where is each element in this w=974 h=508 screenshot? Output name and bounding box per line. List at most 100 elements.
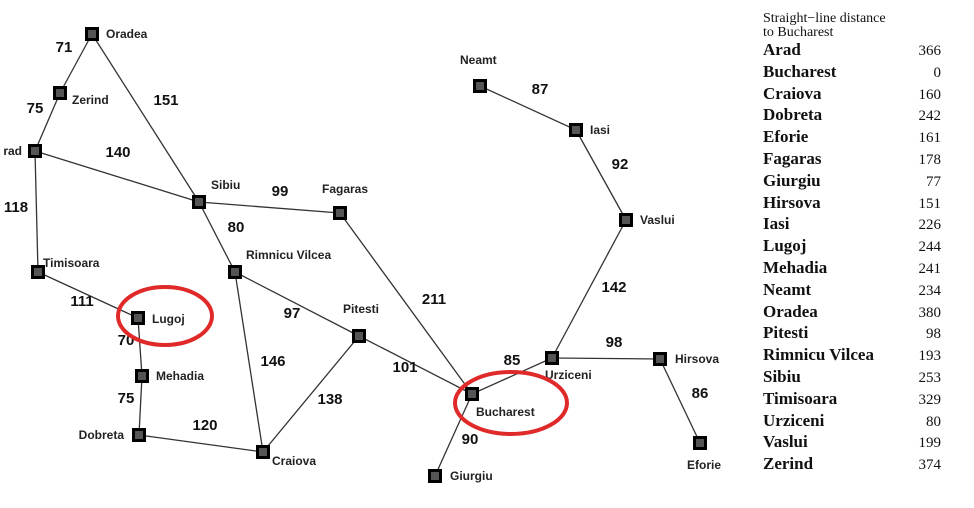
- city-label-zerind: Zerind: [72, 93, 109, 107]
- table-city-name: Zerind: [763, 454, 814, 474]
- road-vaslui-iasi: [575, 129, 627, 221]
- city-node-iasi: [569, 123, 583, 137]
- road-rimnicu-craiova: [234, 271, 264, 453]
- table-city-name: Neamt: [763, 279, 812, 299]
- table-city-name: Rimnicu Vilcea: [763, 345, 874, 365]
- distance-label-fagaras-bucharest: 211: [422, 291, 446, 308]
- table-city-name: Craiova: [763, 83, 822, 103]
- city-node-zerind: [53, 86, 67, 100]
- table-row: Bucharest 0: [763, 62, 963, 84]
- road-arad-timisoara: [34, 150, 39, 273]
- road-sibiu-fagaras: [198, 201, 341, 214]
- road-bucharest-giurgiu: [434, 393, 473, 477]
- distance-label-rimnicu-pitesti: 97: [284, 305, 301, 322]
- table-distance-value: 160: [918, 86, 942, 103]
- table-distance-value: 253: [918, 369, 942, 386]
- distance-label-sibiu-fagaras: 99: [272, 183, 289, 200]
- table-row: Sibiu 253: [763, 367, 963, 389]
- table-city-name: Sibiu: [763, 366, 801, 386]
- road-pitesti-bucharest: [358, 335, 473, 395]
- city-node-fagaras: [333, 206, 347, 220]
- city-label-giurgiu: Giurgiu: [450, 469, 493, 483]
- distance-label-pitesti-bucharest: 101: [392, 359, 417, 376]
- road-timisoara-lugoj: [37, 271, 139, 319]
- table-distance-value: 193: [918, 348, 942, 365]
- table-distance-value: 80: [926, 413, 941, 430]
- distance-label-dobreta-craiova: 120: [192, 417, 217, 434]
- table-distance-value: 77: [926, 173, 941, 190]
- road-oradea-zerind: [59, 33, 93, 94]
- table-city-name: Iasi: [763, 214, 790, 234]
- table-city-name: Arad: [763, 40, 801, 59]
- table-distance-value: 329: [918, 391, 942, 408]
- table-distance-value: 0: [933, 64, 942, 81]
- road-rimnicu-pitesti: [234, 271, 360, 337]
- table-city-name: Timisoara: [763, 388, 838, 408]
- highlight-circle-bucharest: [453, 370, 569, 436]
- table-distance-value: 366: [918, 43, 942, 59]
- table-title-line1: Straight−line distance: [763, 11, 886, 26]
- table-row: Giurgiu 77: [763, 171, 963, 193]
- road-dobreta-craiova: [138, 434, 264, 453]
- table-row: Eforie 161: [763, 127, 963, 149]
- city-node-urziceni: [545, 351, 559, 365]
- city-node-eforie: [693, 436, 707, 450]
- table-city-name: Bucharest: [763, 61, 837, 81]
- table-row: Craiova 160: [763, 84, 963, 106]
- distance-label-urziceni-vaslui: 142: [601, 279, 626, 296]
- table-row: Neamt 234: [763, 280, 963, 302]
- city-node-craiova: [256, 445, 270, 459]
- table-distance-value: 244: [918, 239, 942, 256]
- road-zerind-arad: [34, 92, 61, 152]
- distance-label-sibiu-rimnicu: 80: [228, 219, 245, 236]
- distance-label-arad-sibiu: 140: [105, 144, 130, 161]
- city-node-dobreta: [132, 428, 146, 442]
- table-distance-value: 234: [918, 282, 942, 299]
- road-craiova-pitesti: [262, 335, 360, 453]
- city-node-rimnicu: [228, 265, 242, 279]
- city-label-oradea: Oradea: [106, 27, 148, 41]
- table-city-name: Fagaras: [763, 148, 822, 168]
- city-label-bucharest: Bucharest: [476, 405, 535, 419]
- distance-label-urziceni-hirsova: 98: [606, 334, 623, 351]
- city-label-fagaras: Fagaras: [322, 182, 368, 196]
- distance-label-mehadia-dobreta: 75: [118, 390, 135, 407]
- city-label-eforie: Eforie: [687, 458, 721, 472]
- city-label-neamt: Neamt: [460, 53, 497, 67]
- distance-label-arad-timisoara: 118: [4, 199, 28, 216]
- table-city-name: Eforie: [763, 127, 809, 147]
- road-sibiu-rimnicu: [198, 201, 236, 273]
- city-node-arad: [28, 144, 42, 158]
- city-label-craiova: Craiova: [272, 454, 316, 468]
- table-distance-value: 241: [918, 260, 942, 277]
- city-label-rimnicu: Rimnicu Vilcea: [246, 248, 331, 262]
- table-city-name: Giurgiu: [763, 170, 821, 190]
- road-arad-sibiu: [34, 150, 200, 203]
- city-node-oradea: [85, 27, 99, 41]
- table-distance-value: 98: [926, 326, 941, 343]
- city-label-arad: rad: [3, 144, 22, 158]
- city-label-timisoara: Timisoara: [43, 256, 100, 270]
- table-title-line2: to Bucharest: [763, 25, 834, 40]
- road-bucharest-urziceni: [471, 357, 553, 395]
- table-city-name: Vaslui: [763, 432, 808, 452]
- table-city-name: Lugoj: [763, 236, 807, 256]
- distance-label-oradea-zerind: 71: [56, 39, 73, 56]
- city-node-timisoara: [31, 265, 45, 279]
- city-label-mehadia: Mehadia: [156, 369, 204, 383]
- distance-label-zerind-arad: 75: [27, 100, 44, 117]
- city-node-giurgiu: [428, 469, 442, 483]
- road-hirsova-eforie: [659, 358, 701, 444]
- city-node-lugoj: [131, 311, 145, 325]
- table-distance-value: 380: [918, 304, 942, 321]
- table-distance-value: 161: [918, 130, 942, 147]
